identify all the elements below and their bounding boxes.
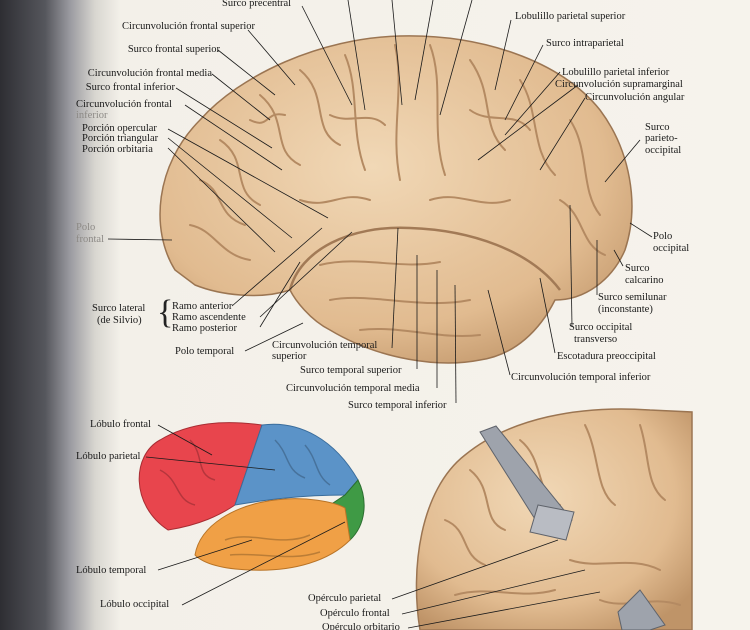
surco-lateral-brace: { <box>157 294 174 331</box>
label-ramo-ascendente: Ramo ascendente <box>172 312 246 323</box>
label-circ-angular: Circunvolución angular <box>585 92 685 103</box>
label-circ-frontal-inferior-2: inferior <box>76 110 108 121</box>
operculum-leader-lines <box>391 539 601 629</box>
label-surco-intraparietal: Surco intraparietal <box>546 38 624 49</box>
lobes-leader-lines <box>145 424 346 606</box>
label-circ-temporal-inferior: Circunvolución temporal inferior <box>511 372 651 383</box>
label-ramo-anterior: Ramo anterior <box>172 301 233 312</box>
label-surco-occipital-transverso-2: transverso <box>574 334 618 345</box>
operculum-brain <box>415 408 693 630</box>
label-surco-parieto-occipital-2: parieto- <box>645 133 678 144</box>
label-lobulo-temporal: Lóbulo temporal <box>76 565 147 576</box>
label-circ-supramarginal: Circunvolución supramarginal <box>555 79 683 90</box>
label-circ-temporal-superior-2: superior <box>272 351 307 362</box>
label-operculo-parietal: Opérculo parietal <box>308 593 382 604</box>
label-surco-occipital-transverso-1: Surco occipital <box>569 322 633 333</box>
label-operculo-frontal: Opérculo frontal <box>320 608 390 619</box>
label-ramo-posterior: Ramo posterior <box>172 323 238 334</box>
label-surco-calcarino-2: calcarino <box>625 275 664 286</box>
label-lobulillo-parietal-inferior: Lobulillo parietal inferior <box>562 67 670 78</box>
label-lobulo-occipital: Lóbulo occipital <box>100 599 170 610</box>
label-surco-frontal-superior: Surco frontal superior <box>127 44 220 55</box>
lateral-brain <box>159 35 633 364</box>
label-circ-frontal-media: Circunvolución frontal media <box>87 68 212 79</box>
label-circ-frontal-inferior-1: Circunvolución frontal <box>76 99 172 110</box>
lobes-brain <box>138 422 365 571</box>
main-leader-lines <box>107 0 653 404</box>
label-surco-frontal-inferior: Surco frontal inferior <box>85 82 175 93</box>
label-escotadura-preoccipital: Escotadura preoccipital <box>557 351 656 362</box>
label-polo-temporal: Polo temporal <box>175 346 235 357</box>
label-lobulo-frontal: Lóbulo frontal <box>90 419 151 430</box>
label-circ-frontal-superior: Circunvolución frontal superior <box>122 21 255 32</box>
label-operculo-orbitario: Opérculo orbitario <box>322 622 400 630</box>
label-porcion-orbitaria: Porción orbitaria <box>82 144 153 155</box>
label-circ-temporal-media: Circunvolución temporal media <box>286 383 420 394</box>
label-polo-frontal-2: frontal <box>76 234 104 245</box>
label-surco-lateral-2: (de Silvio) <box>97 315 142 326</box>
label-surco-precentral: Surco precentral <box>222 0 292 9</box>
label-lobulillo-parietal-superior: Lobulillo parietal superior <box>515 11 626 22</box>
label-surco-calcarino-1: Surco <box>625 263 650 274</box>
label-circ-temporal-superior-1: Circunvolución temporal <box>272 340 378 351</box>
label-polo-occipital-2: occipital <box>653 243 690 254</box>
label-surco-semilunar-1: Surco semilunar <box>598 292 667 303</box>
label-polo-frontal-1: Polo <box>76 222 96 233</box>
label-porcion-triangular: Porción triangular <box>82 133 159 144</box>
label-surco-temporal-superior: Surco temporal superior <box>300 365 402 376</box>
label-surco-parieto-occipital-1: Surco <box>645 122 670 133</box>
label-lobulo-parietal: Lóbulo parietal <box>76 451 141 462</box>
label-polo-occipital-1: Polo <box>653 231 673 242</box>
label-porcion-opercular: Porción opercular <box>82 123 157 134</box>
label-surco-semilunar-2: (inconstante) <box>598 304 653 315</box>
label-surco-lateral-1: Surco lateral <box>92 303 146 314</box>
label-surco-temporal-inferior: Surco temporal inferior <box>348 400 447 411</box>
label-surco-parieto-occipital-3: occipital <box>645 145 682 156</box>
